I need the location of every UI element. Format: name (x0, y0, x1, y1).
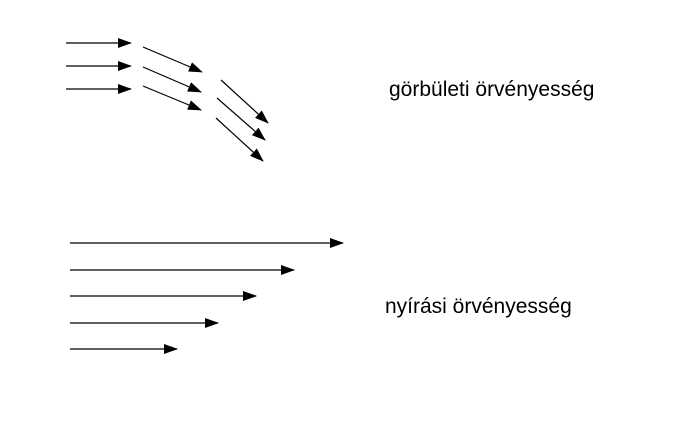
curvature-vorticity-arrows (66, 38, 269, 162)
shear-vorticity-label: nyírási örvényesség (385, 295, 572, 318)
curvature-arrow-2-2 (142, 66, 202, 93)
shear-vorticity-arrows (70, 238, 344, 354)
curvature-vorticity-label: görbületi örvényesség (389, 78, 595, 101)
curvature-arrow-2-3 (142, 85, 202, 111)
curvature-arrow-3-3 (215, 117, 264, 162)
curvature-arrow-3-2 (216, 97, 266, 141)
curvature-arrow-3-1 (220, 79, 269, 124)
curvature-arrow-2-1 (142, 46, 203, 73)
